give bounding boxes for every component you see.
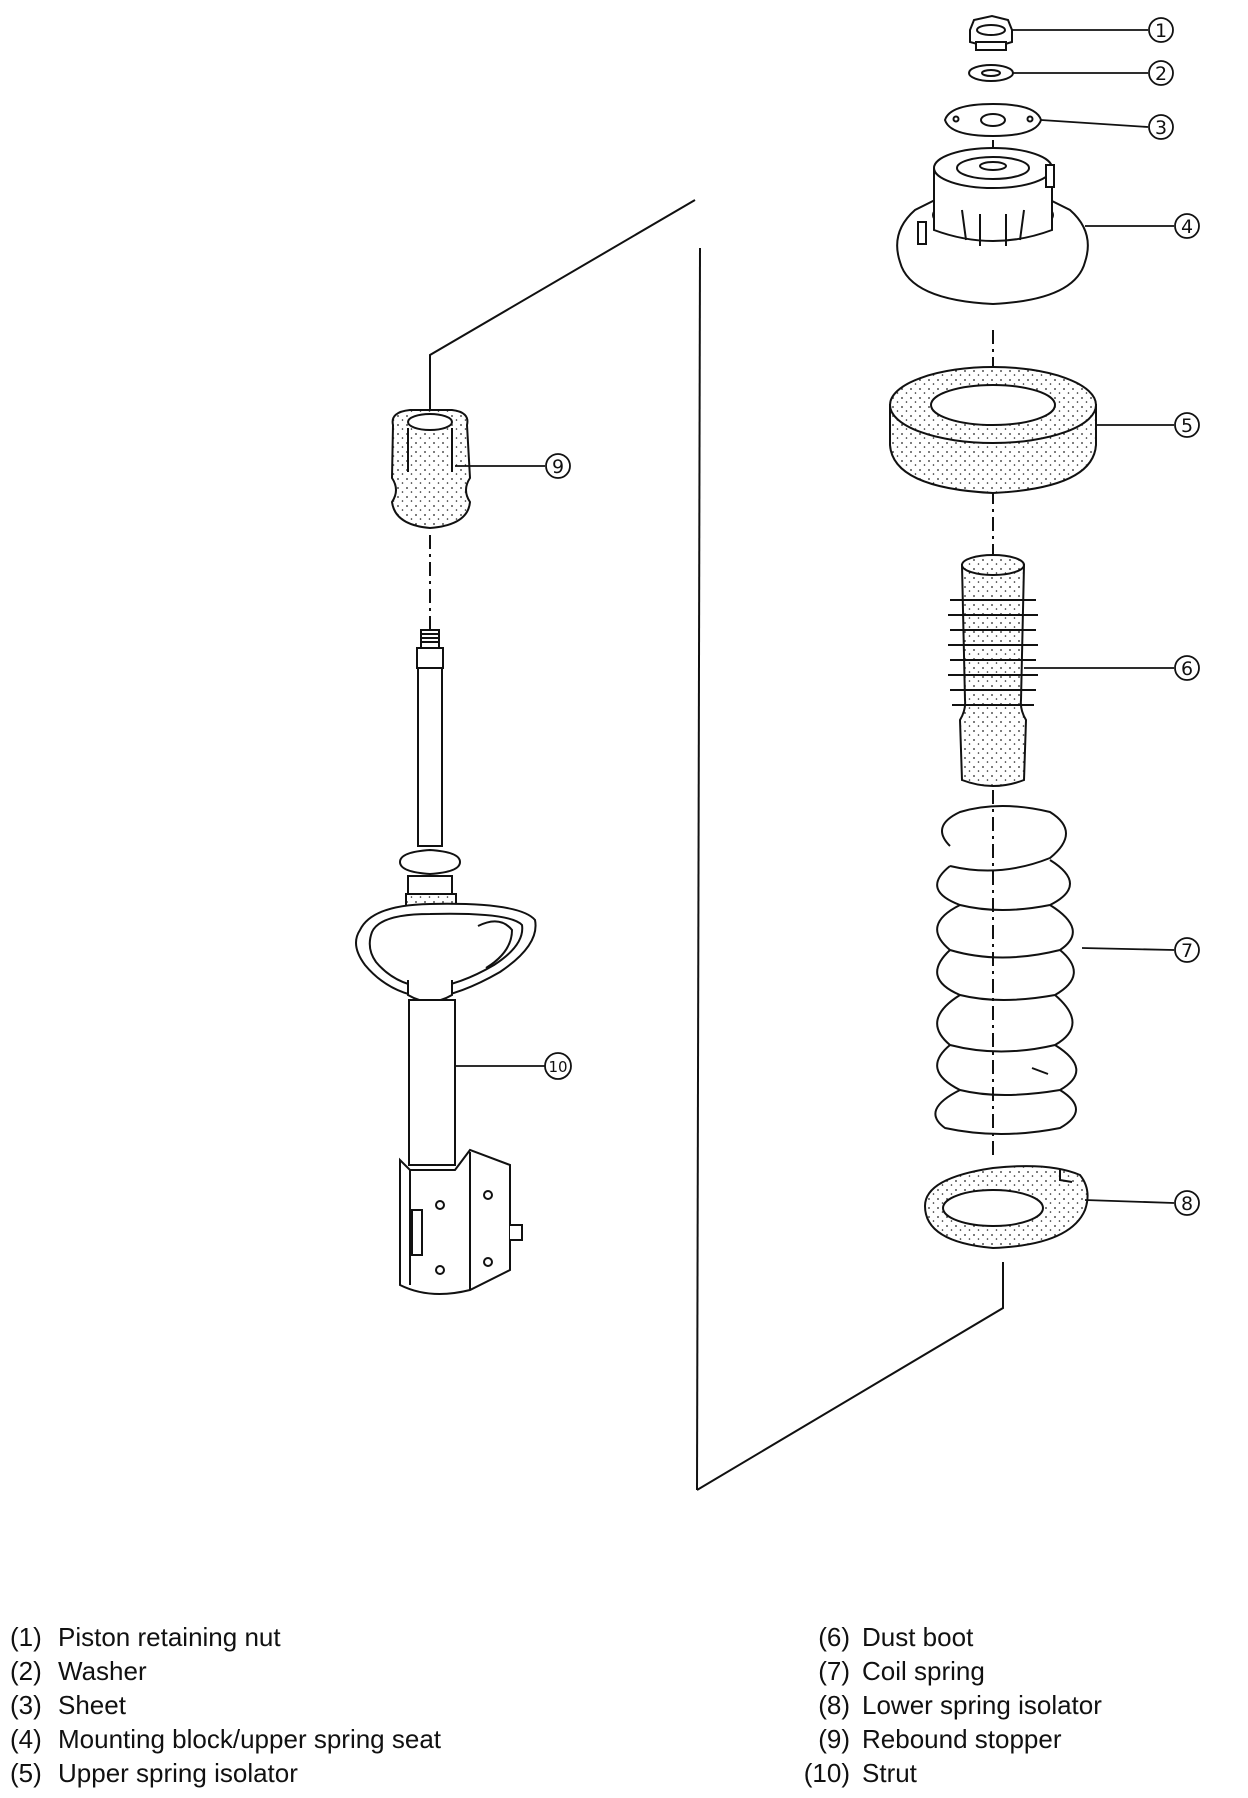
callout-7: 7 [1174,937,1200,963]
callout-1-label: 1 [1155,20,1167,42]
legend-label: Upper spring isolator [58,1758,298,1788]
legend-label: Mounting block/upper spring seat [58,1724,442,1754]
legend-number: (3) [10,1690,42,1720]
legend-label: Washer [58,1656,147,1686]
legend-number: (5) [10,1758,42,1788]
callout-4-label: 4 [1181,216,1193,238]
legend-item: (3) Sheet [10,1688,441,1722]
rebound-stopper [390,409,472,530]
mounting-block-upper-spring-seat [896,147,1089,306]
legend-label: Piston retaining nut [58,1622,281,1652]
callout-6: 6 [1174,655,1200,681]
legend-number: (4) [10,1724,42,1754]
coil-spring [934,805,1078,1135]
legend-label: Lower spring isolator [862,1690,1102,1720]
callout-8-label: 8 [1181,1193,1193,1215]
legend-item: (6) Dust boot [790,1620,1102,1654]
washer [968,64,1014,82]
parts-legend-right: (6) Dust boot (7) Coil spring (8) Lower spr… [790,1620,1102,1790]
legend-item: (1) Piston retaining nut [10,1620,441,1654]
callout-7-label: 7 [1181,940,1193,962]
lower-spring-isolator [923,1165,1089,1250]
callout-5: 5 [1174,412,1200,438]
strut [355,629,537,1295]
legend-label: Strut [862,1758,917,1788]
legend-number: (6) [818,1622,850,1652]
dust-boot [948,554,1038,787]
callout-1: 1 [1148,17,1174,43]
legend-label: Sheet [58,1690,126,1720]
legend-item: (9) Rebound stopper [790,1722,1102,1756]
callout-4: 4 [1174,213,1200,239]
legend-label: Dust boot [862,1622,974,1652]
legend-number: (10) [803,1758,850,1788]
legend-number: (2) [10,1656,42,1686]
parts-legend-left: (1) Piston retaining nut (2) Washer (3) She… [10,1620,441,1790]
leader-lines [455,29,1175,1204]
callout-2: 2 [1148,60,1174,86]
callout-9-label: 9 [552,456,564,478]
callout-8: 8 [1174,1190,1200,1216]
legend-number: (1) [10,1622,42,1652]
exploded-strut-diagram: 1 2 3 4 5 6 7 8 9 10 [355,14,1200,1491]
callout-9: 9 [545,453,571,479]
callout-6-label: 6 [1181,658,1193,680]
legend-number: (7) [818,1656,850,1686]
piston-retaining-nut [969,14,1013,51]
legend-item: (7) Coil spring [790,1654,1102,1688]
sheet [943,102,1043,138]
legend-label: Coil spring [862,1656,985,1686]
callout-10-label: 10 [548,1058,567,1076]
callout-3: 3 [1148,114,1174,140]
callout-3-label: 3 [1155,117,1167,139]
callout-10: 10 [544,1052,572,1080]
legend-number: (9) [818,1724,850,1754]
legend-number: (8) [818,1690,850,1720]
legend-label: Rebound stopper [862,1724,1062,1754]
legend-item: (5) Upper spring isolator [10,1756,441,1790]
callout-5-label: 5 [1181,415,1193,437]
legend-item: (10) Strut [790,1756,1102,1790]
upper-spring-isolator [889,366,1097,495]
legend-item: (8) Lower spring isolator [790,1688,1102,1722]
legend-item: (2) Washer [10,1654,441,1688]
legend-item: (4) Mounting block/upper spring seat [10,1722,441,1756]
callout-2-label: 2 [1155,63,1167,85]
